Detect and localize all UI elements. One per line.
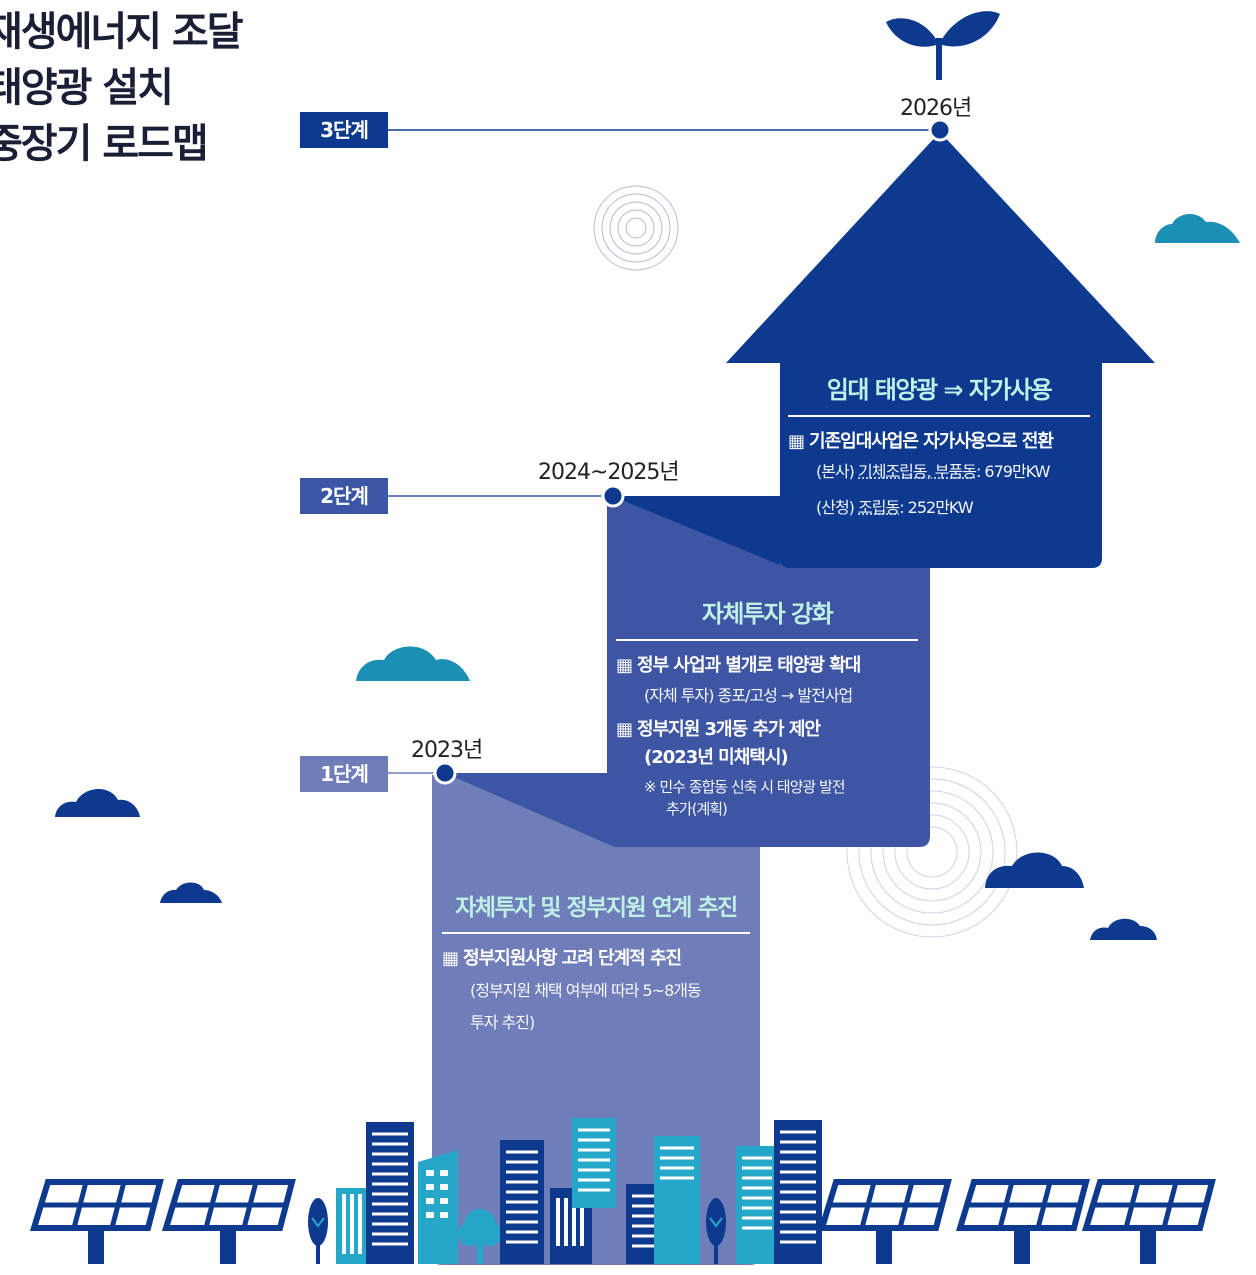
stage2-bullet-1-text: 정부 사업과 별개로 태양광 확대 [637,655,861,676]
cloud-icon [356,646,470,681]
stage2-year: 2024~2025년 [538,460,680,485]
tree-icon [308,1198,328,1264]
stage1-sub-1: (정부지원 채택 여부에 따라 5~8개동 [470,981,702,1000]
cloud-icon [985,852,1084,888]
stage2-badge: 2단계 [300,478,388,514]
solar-panel-icon [29,1179,164,1264]
stage3-line-2: (산청) 조립동: 252만KW [788,493,1090,523]
tree-icon [458,1209,502,1264]
stage3-line-1-underlined: 기체조립동, 부품동 [858,462,977,481]
stage2-note-1: ※ 민수 종합동 신축 시 태양광 발전 [644,778,846,796]
stage3-title: 임대 태양광 ⇒ 자가사용 [788,370,1090,417]
title-line-3: 중장기 로드맵 [0,121,209,167]
building-icon [418,1150,458,1264]
stage3-year: 2026년 [900,96,972,121]
stage3-badge: 3단계 [300,112,388,148]
building-icon [366,1122,414,1264]
stage3-dot [928,118,952,142]
solar-panel-icon [955,1179,1090,1264]
stage2-note-2: 추가(계획) [666,800,728,818]
stage3-house-panel [726,132,1155,568]
title-line-2: 태양광 설치 [0,65,174,111]
stage1-title: 자체투자 및 정부지원 연계 추진 [442,888,750,934]
stage3-line-2-suffix: : 252만KW [899,498,973,517]
building-icon [654,1136,700,1264]
stage2-title: 자체투자 강화 [616,594,918,641]
page-title: 재생에너지 조달 태양광 설치 중장기 로드맵 [0,4,244,172]
ripple-decoration-right [846,766,1018,938]
stage2-bullet-2: ▦정부지원 3개동 추가 제안 [616,715,918,745]
solar-panel-icon: ▦ [616,655,633,676]
stage3-line-1: (본사) 기체조립동, 부품동: 679만KW [788,457,1090,487]
building-icon [550,1188,592,1264]
solar-panel-icon [161,1179,296,1264]
stage3-content: 임대 태양광 ⇒ 자가사용 ▦기존임대사업은 자가사용으로 전환 (본사) 기체… [788,370,1090,523]
stage1-bullet: ▦정부지원사항 고려 단계적 추진 [442,944,750,974]
building-icon [336,1188,370,1264]
stage1-year: 2023년 [411,738,483,763]
solar-panel-icon: ▦ [788,431,805,452]
building-icon [500,1140,544,1264]
stage1-badge: 1단계 [300,756,388,792]
building-icon [572,1118,616,1208]
stage3-line-2-underlined: 조립동 [858,498,900,517]
stage3-line-1-prefix: (본사) [816,462,859,481]
solar-panel-icon [1081,1179,1216,1264]
ripple-decoration-top [593,185,679,271]
stage1-shadow [445,773,610,845]
stage2-bullet-1: ▦정부 사업과 별개로 태양광 확대 [616,651,918,681]
stage2-panel [607,496,930,847]
cloud-icon [55,788,140,817]
building-icon [774,1120,822,1264]
stage2-bullet-2-text: 정부지원 3개동 추가 제안 [637,719,821,740]
sprout-icon [886,11,1000,80]
stage3-bullet-text: 기존임대사업은 자가사용으로 전환 [809,431,1054,452]
title-line-1: 재생에너지 조달 [0,9,244,55]
stage1-dot [433,761,457,785]
tree-icon [706,1198,726,1264]
stage2-sub-1: (자체 투자) 종포/고성 → 발전사업 [644,686,853,705]
stage3-line-1-suffix: : 679만KW [975,462,1050,481]
building-icon [736,1146,778,1264]
stage1-sub-2: 투자 추진) [470,1013,535,1032]
solar-panel-icon [817,1179,952,1264]
stage1-bullet-text: 정부지원사항 고려 단계적 추진 [463,948,682,969]
cloud-icon [160,882,222,903]
stage2-dot [601,484,625,508]
stage2-shadow [612,496,780,565]
stage1-content: 자체투자 및 정부지원 연계 추진 ▦정부지원사항 고려 단계적 추진 (정부지… [442,888,750,1038]
stage3-bullet: ▦기존임대사업은 자가사용으로 전환 [788,427,1090,457]
cloud-icon [1090,918,1157,940]
solar-panel-icon: ▦ [616,719,633,740]
cloud-icon [1155,213,1240,243]
stage2-content: 자체투자 강화 ▦정부 사업과 별개로 태양광 확대 (자체 투자) 종포/고성… [616,594,918,819]
stage2-bullet-2-cont: (2023년 미채택시) [644,747,789,768]
stage3-line-2-prefix: (산청) [816,498,859,517]
solar-panel-icon: ▦ [442,948,459,969]
